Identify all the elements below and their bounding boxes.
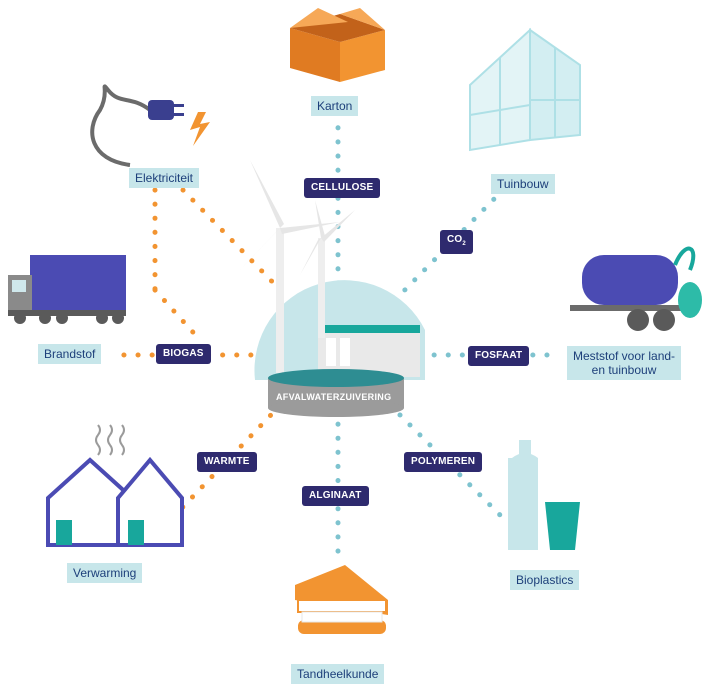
label-verwarming: Verwarming [67,563,143,583]
label-meststof-line2: en tuinbouw [591,363,657,377]
box-icon [290,8,385,82]
tanker-icon [570,246,702,331]
tag-co2: CO2 [440,230,473,254]
tag-biogas: BIOGAS [156,344,211,364]
bioplastic-bottle-icon [508,440,580,550]
dentures-icon [295,565,388,634]
tag-co2-sub: 2 [462,241,466,247]
label-tuinbouw: Tuinbouw [491,174,555,194]
plug-icon [90,84,210,167]
label-bioplastics: Bioplastics [510,570,580,590]
tag-cellulose: CELLULOSE [304,178,381,198]
tag-polymeren: POLYMEREN [404,452,483,472]
greenhouse-icon [469,27,581,152]
label-elektriciteit: Elektriciteit [129,168,200,188]
label-brandstof: Brandstof [38,344,102,364]
label-meststof-line1: Meststof voor land- [573,349,676,363]
tag-warmte: WARMTE [197,452,257,472]
treatment-plant-illustration [238,160,425,417]
label-karton: Karton [311,96,359,116]
tag-alginaat: ALGINAAT [302,486,369,506]
label-meststof: Meststof voor land- en tuinbouw [567,346,682,380]
label-tandheelkunde: Tandheelkunde [291,664,385,684]
tag-co2-main: CO [447,234,463,245]
houses-icon [46,424,184,547]
center-label: AFVALWATERZUIVERING [276,392,392,402]
truck-icon [8,255,126,324]
tag-fosfaat: FOSFAAT [468,346,530,366]
